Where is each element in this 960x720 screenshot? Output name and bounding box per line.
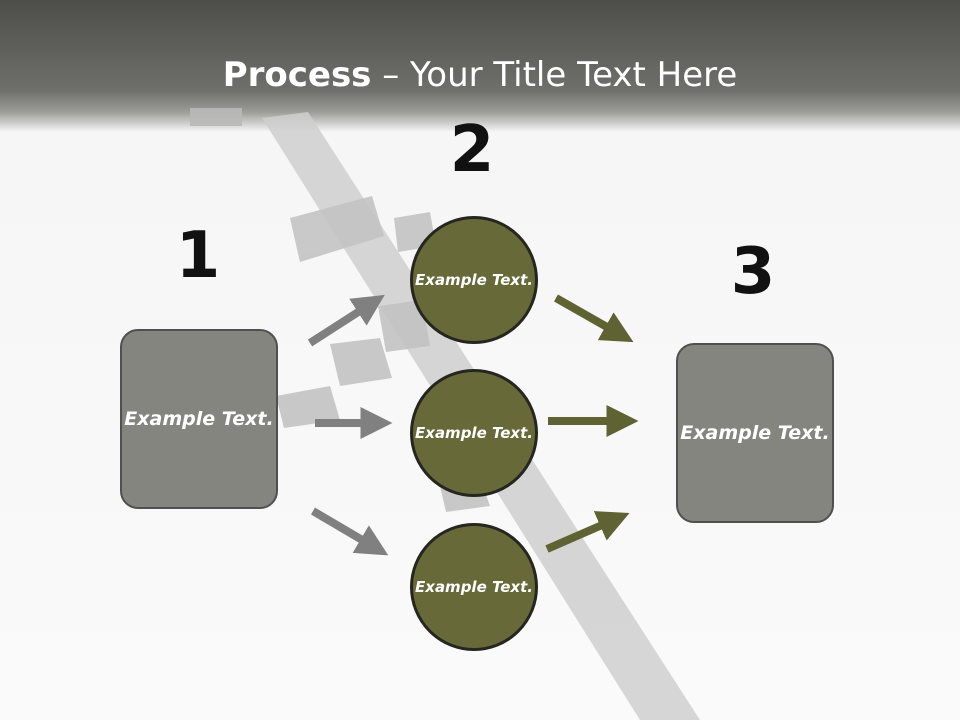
arrow-left-to-top (307, 294, 385, 347)
left-step-box-text: Example Text. (124, 407, 274, 430)
step-number-3: 3 (730, 235, 776, 309)
slide-title: Process – Your Title Text Here (0, 52, 960, 98)
circle-bottom-text: Example Text. (415, 577, 533, 596)
arrow-left-to-bottom (310, 507, 389, 556)
circle-bottom: Example Text. (410, 523, 538, 651)
left-step-box: Example Text. (120, 329, 278, 509)
circle-top-text: Example Text. (415, 270, 533, 289)
right-step-box-text: Example Text. (680, 421, 830, 444)
circle-top: Example Text. (410, 216, 538, 344)
arrow-top-to-right (554, 294, 634, 343)
title-bold: Process (222, 55, 372, 95)
right-step-box: Example Text. (676, 343, 834, 523)
title-rest: – Your Title Text Here (371, 55, 738, 95)
circle-middle: Example Text. (410, 369, 538, 497)
step-number-1: 1 (175, 219, 221, 293)
circle-middle-text: Example Text. (415, 423, 533, 442)
step-number-2: 2 (449, 113, 495, 187)
arrow-bottom-to-right (545, 511, 630, 553)
